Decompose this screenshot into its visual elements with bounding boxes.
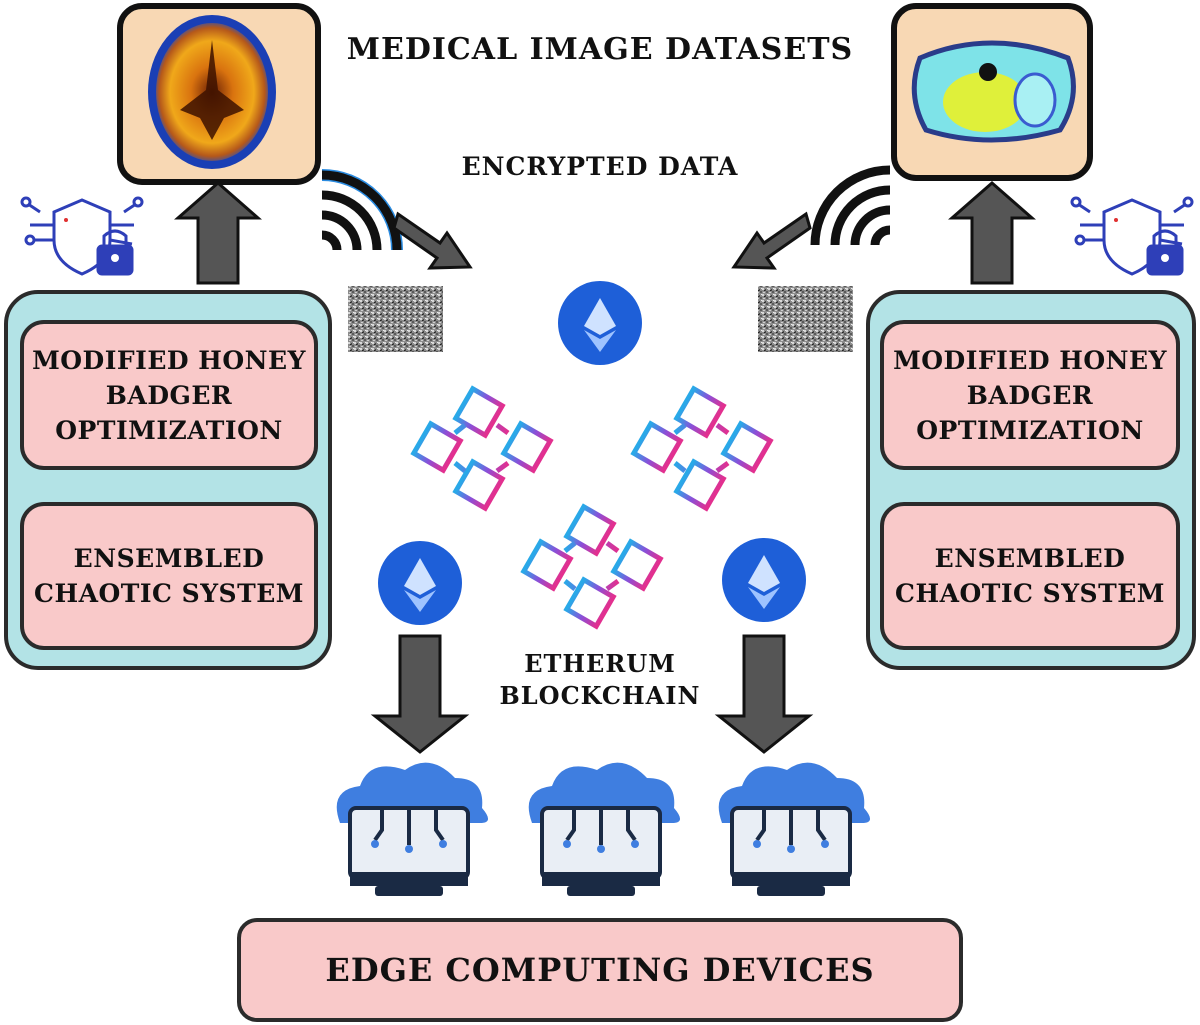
blockchain-label: ETHERUM BLOCKCHAIN <box>460 648 740 712</box>
cloud-computer-icon-center <box>528 762 681 896</box>
ethereum-icon-right <box>722 538 806 622</box>
left-optimization-line1: MODIFIED HONEY <box>32 345 306 375</box>
wifi-signal-icon-right <box>810 165 891 246</box>
left-chaotic-box: ENSEMBLED CHAOTIC SYSTEM <box>20 502 318 650</box>
encrypted-data-label: ENCRYPTED DATA <box>461 152 739 181</box>
left-optimization-line3: OPTIMIZATION <box>55 415 283 445</box>
left-optimization-box: MODIFIED HONEY BADGER OPTIMIZATION <box>20 320 318 470</box>
chest-scan-image <box>891 3 1093 181</box>
right-optimization-box: MODIFIED HONEY BADGER OPTIMIZATION <box>880 320 1180 470</box>
blockchain-label-line1: ETHERUM <box>524 649 676 678</box>
left-optimization-line2: BADGER <box>105 380 233 410</box>
down-arrows <box>370 634 814 754</box>
shield-lock-icon-left <box>20 196 144 276</box>
right-optimization-line1: MODIFIED HONEY <box>893 345 1167 375</box>
blockchain-cubes-icon-left <box>410 385 554 512</box>
right-panel: MODIFIED HONEY BADGER OPTIMIZATION ENSEM… <box>866 290 1196 670</box>
right-optimization-line3: OPTIMIZATION <box>916 415 1144 445</box>
blockchain-cubes-icon-center <box>520 503 664 630</box>
cloud-computer-icon-left <box>336 762 489 896</box>
edge-computing-box: EDGE COMPUTING DEVICES <box>237 918 963 1022</box>
shield-lock-icon-right <box>1070 196 1194 276</box>
up-arrows <box>174 181 1036 285</box>
brain-scan-image <box>117 3 321 185</box>
blockchain-cubes-icon-right <box>630 385 774 512</box>
page-title: MEDICAL IMAGE DATASETS <box>346 32 854 67</box>
encrypted-noise-image-right <box>758 286 853 352</box>
wifi-signal-icon-left <box>321 169 403 251</box>
right-chaotic-box: ENSEMBLED CHAOTIC SYSTEM <box>880 502 1180 650</box>
right-chaotic-line1: ENSEMBLED <box>934 544 1126 573</box>
ethereum-icon-top <box>558 281 642 365</box>
left-chaotic-line2: CHAOTIC SYSTEM <box>34 579 304 608</box>
left-chaotic-line1: ENSEMBLED <box>73 544 265 573</box>
diagonal-arrows <box>392 211 812 270</box>
right-optimization-line2: BADGER <box>966 380 1094 410</box>
encrypted-noise-image-left <box>348 286 443 352</box>
right-chaotic-line2: CHAOTIC SYSTEM <box>895 579 1165 608</box>
blockchain-label-line2: BLOCKCHAIN <box>499 681 701 710</box>
left-panel: MODIFIED HONEY BADGER OPTIMIZATION ENSEM… <box>4 290 332 670</box>
cloud-computer-icon-right <box>718 762 871 896</box>
ethereum-icon-left <box>378 541 462 625</box>
edge-computing-label: EDGE COMPUTING DEVICES <box>325 951 875 989</box>
